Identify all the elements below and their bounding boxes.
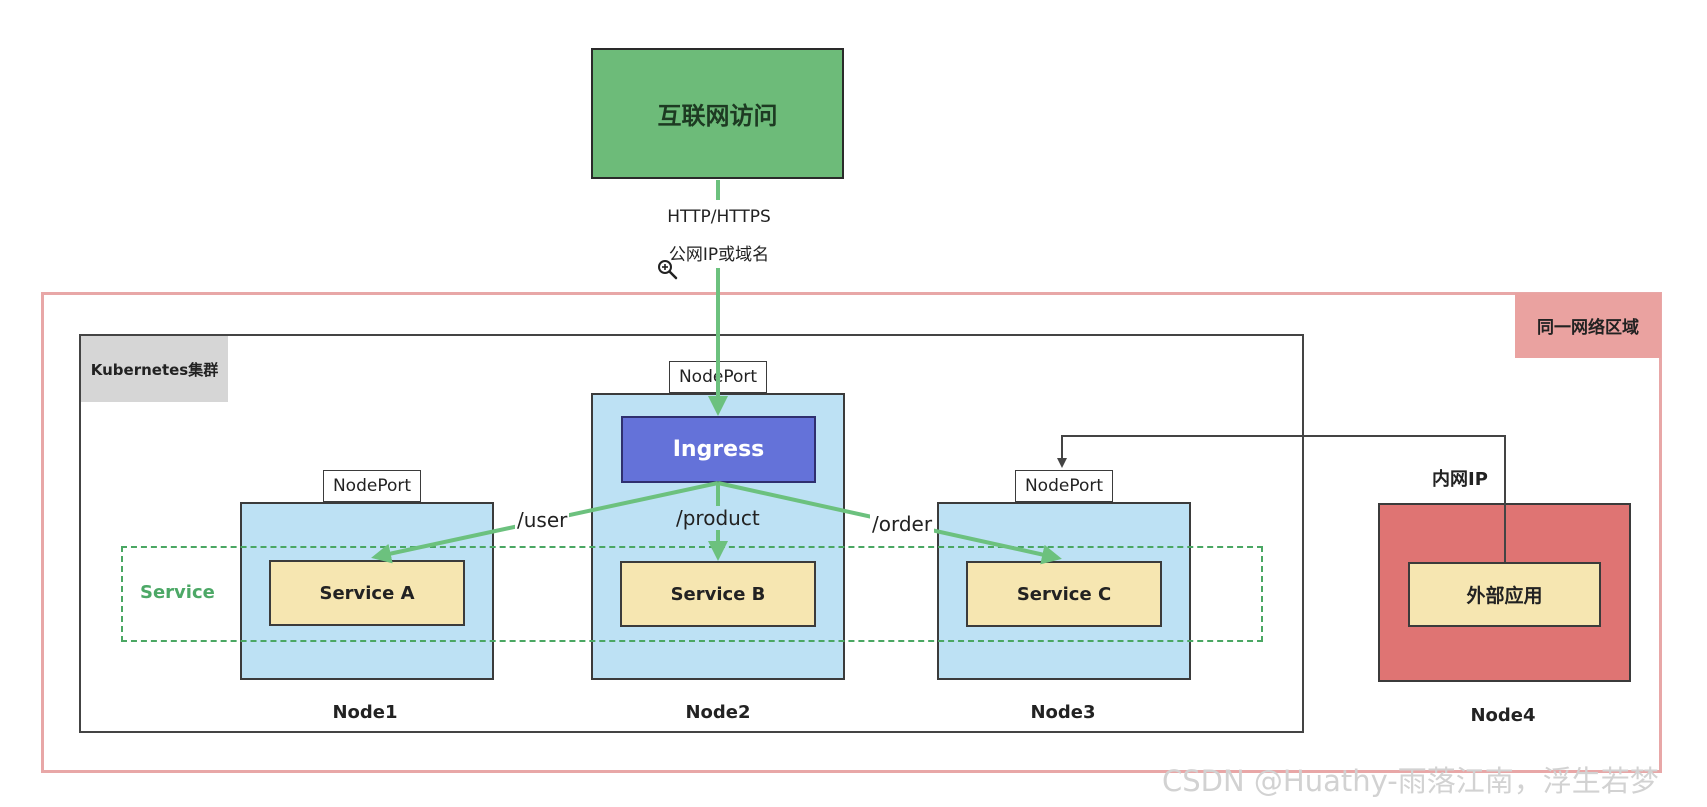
node2-label: Node2 [685,702,751,723]
public-ip-label: 公网IP或域名 [668,245,770,265]
route-order-label: /order [870,512,935,536]
protocol-label: HTTP/HTTPS [667,207,771,227]
network-zone-tag: 同一网络区域 [1515,293,1661,358]
node4-label: Node4 [1470,705,1536,726]
service-b-box: Service B [620,561,816,627]
intranet-ip-label: 内网IP [1432,469,1488,490]
service-c-box: Service C [966,561,1162,627]
external-app-box: 外部应用 [1408,562,1601,627]
node1-label: Node1 [332,702,398,723]
node3-label: Node3 [1030,702,1096,723]
service-group-label: Service [140,582,215,603]
node3-nodeport: NodePort [1015,470,1113,502]
k8s-cluster-tag: Kubernetes集群 [81,336,228,402]
route-product-label: /product [674,506,762,530]
internet-access-box: 互联网访问 [591,48,844,179]
zoom-in-icon [658,260,678,280]
watermark-text: CSDN @Huathy-雨落江南，浮生若梦 [1162,764,1659,798]
ingress-box: Ingress [621,416,816,483]
network-zone-border [41,292,1662,773]
service-a-box: Service A [269,560,465,626]
node1-nodeport: NodePort [323,470,421,502]
node2-nodeport: NodePort [669,361,767,393]
route-user-label: /user [515,508,570,532]
